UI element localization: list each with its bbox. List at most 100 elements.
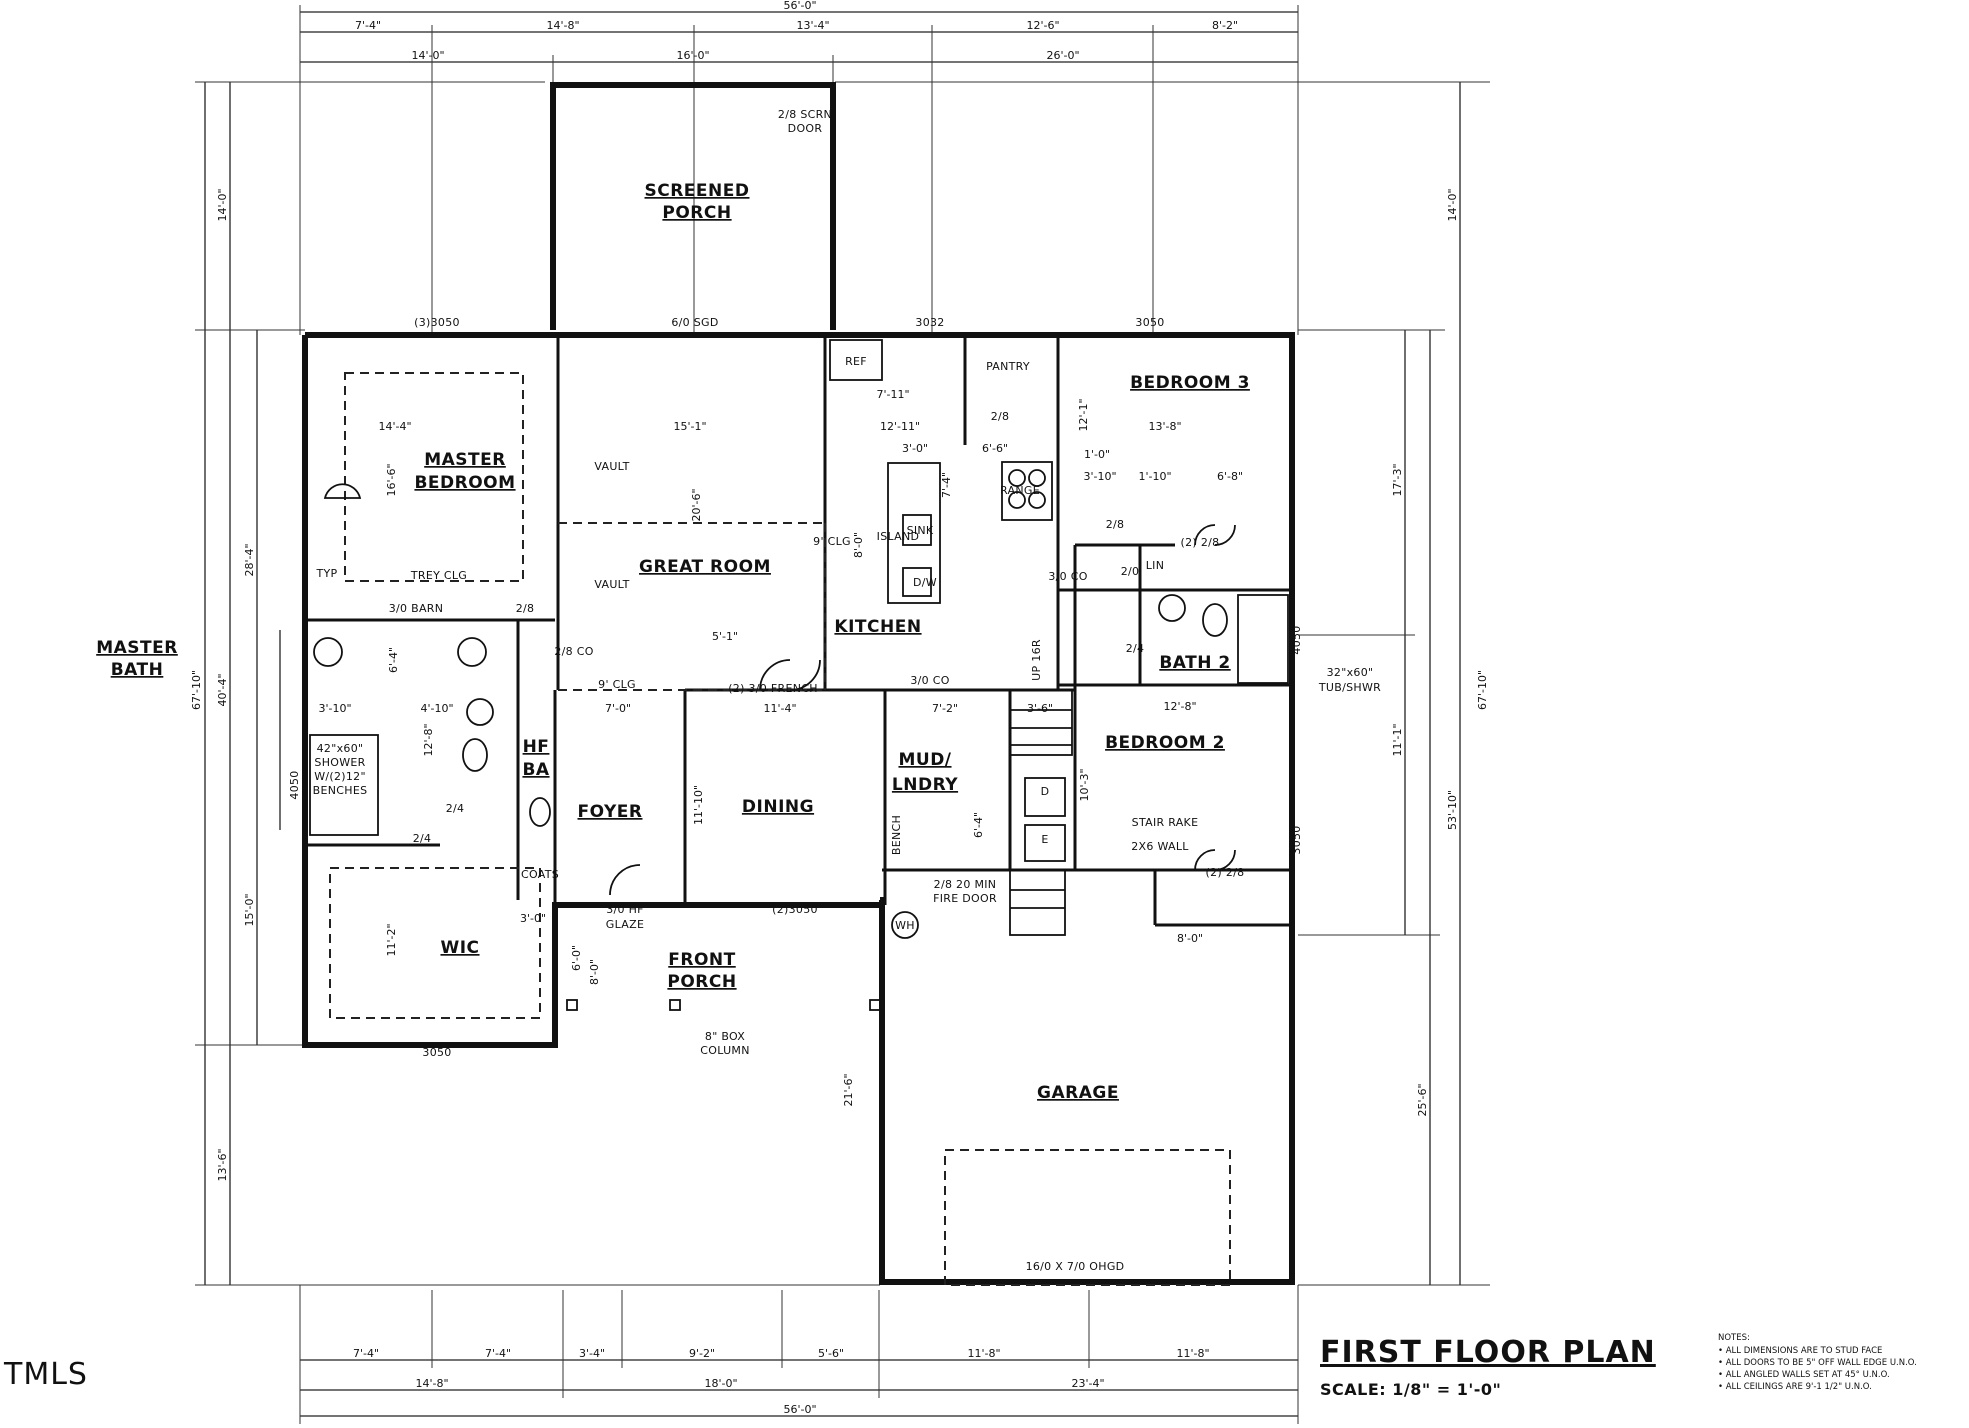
dim-int-12: 8'-0" (852, 532, 865, 558)
dim-top-1: 7'-4" (355, 19, 381, 32)
fixtures (309, 339, 1289, 1011)
wall-2x6-label: 2X6 WALL (1131, 840, 1189, 853)
barn-label: 3/0 BARN (389, 602, 444, 615)
dim-int-30: 1'-0" (1084, 448, 1110, 461)
dim-int-26: 6'-0" (570, 945, 583, 971)
kitchen-label: KITCHEN (834, 617, 921, 637)
door-28b-label: 2/8 (516, 602, 535, 615)
mud-laundry-label: MUD/ (898, 750, 951, 770)
clg9-kitchen-label: 9' CLG (813, 535, 851, 548)
ref-label: REF (845, 355, 867, 368)
dim-int-24: 11'-2" (385, 923, 398, 956)
box-column-label: 8" BOX (705, 1030, 745, 1043)
dim-int-11: 7'-4" (940, 472, 953, 498)
foyer-label: FOYER (578, 802, 643, 822)
island-label: ISLAND (877, 530, 920, 543)
annotation-labels: 2/8 SCRN DOOR (3)3050 6/0 SGD 3032 3050 … (288, 108, 1381, 1273)
tmls-logo: TMLS (3, 1357, 88, 1392)
vault2-label: VAULT (594, 578, 629, 591)
title-block: FIRST FLOOR PLAN SCALE: 1/8" = 1'-0" NOT… (1320, 1333, 1917, 1399)
dim-int-27: 8'-0" (588, 959, 601, 985)
door-28c-label: 2/8 (1106, 518, 1125, 531)
bedroom2-label: BEDROOM 2 (1105, 733, 1225, 753)
dim-int-25: 3'-0" (520, 912, 546, 925)
dim-bot-5: 5'-6" (818, 1347, 844, 1360)
note-1: • ALL DIMENSIONS ARE TO STUD FACE (1718, 1346, 1882, 1356)
dim-int-14: 10'-3" (1078, 768, 1091, 801)
window-dining-label: (2)3050 (772, 903, 818, 916)
dim-bot-2: 7'-4" (485, 1347, 511, 1360)
dim-int-5: 12'-11" (880, 420, 920, 433)
front-porch-label-2: PORCH (667, 972, 736, 992)
half-bath-label-2: BA (522, 760, 549, 780)
dim-right-3: 11'-1" (1391, 723, 1404, 756)
dim-int-1: 14'-4" (378, 420, 411, 433)
shower-label-2: SHOWER (314, 756, 365, 769)
dim-int-7: 6'-6" (982, 442, 1008, 455)
dim-int-17: 7'-0" (605, 702, 631, 715)
range-label: RANGE (1000, 484, 1040, 497)
dim-int-16: 11'-4" (763, 702, 796, 715)
dim-top-2: 14'-8" (546, 19, 579, 32)
shower-label-3: W/(2)12" (314, 770, 366, 783)
dim-top-overall: 56'-0" (783, 0, 816, 12)
tub-label: 32"x60" (1327, 666, 1374, 679)
dim-bot-3: 3'-4" (579, 1347, 605, 1360)
dim-bot-overall: 56'-0" (783, 1403, 816, 1416)
dim-int-2: 16'-6" (385, 463, 398, 496)
pantry-label: PANTRY (986, 360, 1030, 373)
room-labels: SCREENED PORCH MASTER BEDROOM MASTER BAT… (96, 181, 1249, 1103)
dim-right-5: 53'-10" (1446, 790, 1459, 830)
dim-int-18: 7'-2" (932, 702, 958, 715)
dim-bot-10: 23'-4" (1071, 1377, 1104, 1390)
stair-rake-label: STAIR RAKE (1132, 816, 1199, 829)
door-20-label: 2/0 (1121, 565, 1140, 578)
dim-left-5: 15'-0" (243, 893, 256, 926)
dim-int-13: 12'-8" (1163, 700, 1196, 713)
typ-label: TYP (316, 567, 338, 580)
window-kitchen-label: 3032 (915, 316, 944, 329)
dimension-lines (195, 5, 1490, 1424)
dim-left-4: 67'-10" (190, 670, 203, 710)
dim-top-7: 16'-0" (676, 49, 709, 62)
half-bath-label: HF (523, 737, 550, 757)
dim-int-34: 3'-6" (1027, 702, 1053, 715)
master-bedroom-label: MASTER (424, 450, 506, 470)
fire-door-label: 2/8 20 MIN (934, 878, 997, 891)
co30-label: 3/0 CO (910, 674, 949, 687)
dim-int-29: 8'-0" (1177, 932, 1203, 945)
great-room-label: GREAT ROOM (639, 557, 771, 577)
bench-label: BENCH (890, 815, 903, 855)
dim-top-5: 8'-2" (1212, 19, 1238, 32)
dim-top-6: 14'-0" (411, 49, 444, 62)
coats-label: COATS (521, 868, 559, 881)
dim-bot-6: 11'-8" (967, 1347, 1000, 1360)
closet-b2-label: (2) 2/8 (1206, 866, 1245, 879)
master-bath-label-2: BATH (111, 660, 164, 680)
dim-bot-1: 7'-4" (353, 1347, 379, 1360)
door-28-label: 2/8 (991, 410, 1010, 423)
screened-porch-label-2: PORCH (662, 203, 731, 223)
dim-left-6: 13'-6" (216, 1148, 229, 1181)
ohgd-label: 16/0 X 7/0 OHGD (1026, 1260, 1125, 1273)
dim-int-31: 3'-10" (1083, 470, 1116, 483)
stair-d-label: D (1041, 785, 1050, 798)
window-b2-label: 3050 (1290, 825, 1303, 854)
dim-left-1: 14'-0" (216, 188, 229, 221)
door-hf-label: 3/0 HF (606, 903, 644, 916)
dim-int-10: 12'-1" (1077, 398, 1090, 431)
dim-left-2: 28'-4" (243, 543, 256, 576)
master-bath-label: MASTER (96, 638, 178, 658)
dim-int-35: 6'-4" (972, 812, 985, 838)
door-hf-label-2: GLAZE (606, 918, 644, 931)
dim-right-6: 25'-6" (1416, 1083, 1429, 1116)
dim-int-19: 5'-1" (712, 630, 738, 643)
sink-label: SINK (907, 524, 934, 537)
window-mb-side-label: 4050 (288, 770, 301, 799)
plan-title: FIRST FLOOR PLAN (1320, 1335, 1656, 1370)
box-column-label-2: COLUMN (700, 1044, 750, 1057)
fire-door-label-2: FIRE DOOR (933, 892, 997, 905)
dim-left-3: 40'-4" (216, 673, 229, 706)
dw-label: D/W (913, 576, 937, 589)
